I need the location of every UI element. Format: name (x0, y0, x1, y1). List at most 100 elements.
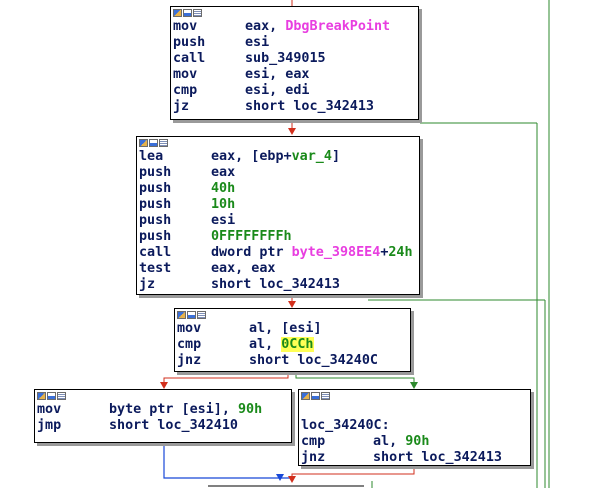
instruction-line[interactable]: loc_34240C: (299, 418, 530, 434)
operand-text: + (380, 245, 389, 260)
mnemonic: push (139, 229, 172, 244)
image-icon[interactable] (311, 392, 320, 400)
mnemonic: test (139, 261, 172, 276)
operand-text: eax (211, 165, 236, 180)
mnemonic: call (139, 245, 172, 260)
list-icon[interactable] (193, 9, 202, 17)
block-header (175, 309, 410, 321)
edge-b4-join (163, 443, 292, 479)
code-label[interactable]: loc_34240C: (301, 418, 390, 433)
operands: short loc_342413 (211, 277, 340, 293)
list-icon[interactable] (57, 392, 66, 400)
mnemonic: push (139, 165, 172, 180)
image-icon[interactable] (149, 139, 158, 147)
mnemonic: mov (173, 67, 198, 82)
block-header (299, 390, 530, 402)
instruction-line[interactable]: cmp al, 90h (299, 434, 530, 450)
operands: short loc_342413 (373, 450, 502, 466)
operand-text: esi (211, 213, 236, 228)
image-icon[interactable] (187, 311, 196, 319)
instruction-line[interactable]: jnz short loc_342413 (299, 450, 530, 466)
block-header (171, 7, 418, 19)
instruction-line[interactable]: push 40h (137, 181, 419, 197)
edge-b3-b5 (295, 372, 415, 387)
list-icon[interactable] (321, 392, 330, 400)
operands: dword ptr byte_398EE4+24h (211, 245, 413, 261)
operand-text: eax, [ebp+ (211, 149, 292, 164)
arrow-b5-join (288, 476, 296, 483)
mnemonic: push (139, 181, 172, 196)
operands: al, 90h (373, 434, 429, 450)
graph-icon[interactable] (173, 9, 182, 17)
list-icon[interactable] (197, 311, 206, 319)
mnemonic: mov (173, 19, 198, 34)
code-block-5[interactable]: loc_34240C:cmp al, 90h jnz short loc_342413 (298, 389, 531, 466)
instruction-line[interactable] (299, 402, 530, 418)
mnemonic: cmp (301, 434, 326, 449)
instruction-line[interactable]: test eax, eax (137, 261, 419, 277)
operands: 40h (211, 181, 235, 197)
operand-text: eax, eax (211, 261, 276, 276)
image-icon[interactable] (47, 392, 56, 400)
symbol-reference[interactable]: byte_398EE4 (291, 245, 381, 260)
operands: esi (245, 35, 269, 51)
arrow-b4-join (276, 474, 284, 481)
operand-text: esi, eax (245, 67, 310, 82)
operand-text: eax, (245, 19, 286, 34)
mnemonic: jnz (301, 450, 326, 465)
immediate-value: 10h (211, 197, 236, 212)
list-icon[interactable] (159, 139, 168, 147)
mnemonic: jmp (37, 418, 62, 433)
block-header (137, 137, 419, 149)
operands: esi, eax (245, 67, 310, 83)
arrow-b3-b4 (160, 382, 168, 389)
operand-text: short loc_34240C (249, 353, 378, 368)
instruction-line[interactable]: mov eax, DbgBreakPoint (171, 19, 418, 35)
instruction-line[interactable]: push eax (137, 165, 419, 181)
operands: al, [esi] (249, 321, 322, 337)
instruction-line[interactable]: push esi (137, 213, 419, 229)
instruction-line[interactable]: call dword ptr byte_398EE4+24h (137, 245, 419, 261)
graph-icon[interactable] (177, 311, 186, 319)
mnemonic: cmp (173, 83, 198, 98)
mnemonic: mov (177, 321, 202, 336)
symbol-reference[interactable]: DbgBreakPoint (285, 19, 391, 34)
graph-icon[interactable] (139, 139, 148, 147)
operand-text: short loc_342410 (109, 418, 238, 433)
graph-icon[interactable] (37, 392, 46, 400)
instruction-list: loc_34240C:cmp al, 90h jnz short loc_342413 (299, 402, 530, 466)
operand-text: esi (245, 35, 270, 50)
instruction-line[interactable]: jmp short loc_342410 (35, 418, 291, 434)
operand-text: dword ptr (211, 245, 292, 260)
mnemonic: push (139, 213, 172, 228)
block-header (35, 390, 291, 402)
instruction-line[interactable]: cmp esi, edi (171, 83, 418, 99)
operand-text: esi, edi (245, 83, 310, 98)
immediate-value: 40h (211, 181, 236, 196)
instruction-line[interactable]: mov al, [esi] (175, 321, 410, 337)
operands: short loc_34240C (249, 353, 378, 369)
graph-icon[interactable] (301, 392, 310, 400)
instruction-line[interactable]: mov esi, eax (171, 67, 418, 83)
operand-text: al, (249, 337, 282, 352)
arrow-b1-b2 (288, 128, 296, 135)
image-icon[interactable] (183, 9, 192, 17)
